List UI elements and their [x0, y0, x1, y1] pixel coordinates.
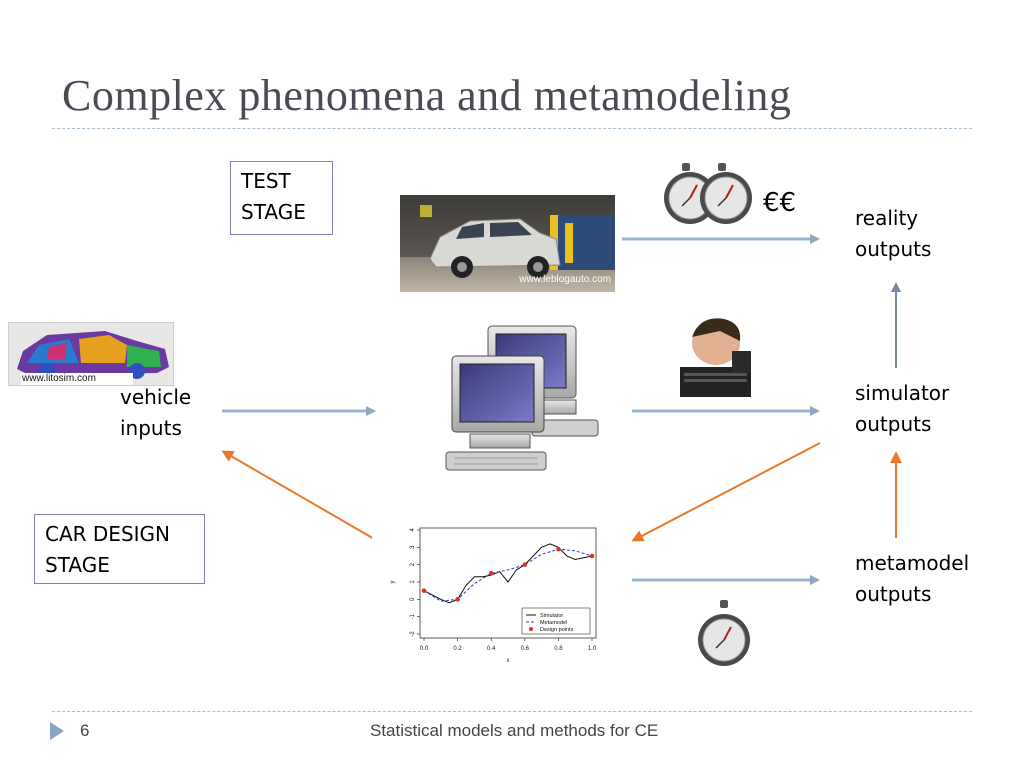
- car-design-stage-box: CAR DESIGN STAGE: [34, 514, 205, 584]
- x-tick-label: 0.2: [453, 646, 462, 652]
- crash-photo-credit: www.leblogauto.com: [519, 274, 611, 285]
- y-tick-label: 3: [410, 545, 416, 549]
- legend-box: [521, 607, 591, 635]
- metamodel-line: [423, 548, 593, 602]
- arrow-design-feedback: [221, 450, 377, 541]
- footer-divider: [52, 711, 972, 712]
- design-point: [455, 597, 460, 602]
- bullet-triangle-icon: [50, 722, 64, 744]
- x-tick-label: 0.4: [487, 646, 496, 652]
- design-point: [556, 546, 561, 552]
- x-tick-label: 0.6: [521, 646, 530, 652]
- sleeping-man-photo: fr.123rf.com: [680, 311, 751, 401]
- legend-label: Design points: [540, 627, 574, 633]
- car-model-image: www.litosim.com: [8, 322, 174, 386]
- y-tick-label: -2: [410, 631, 416, 637]
- x-tick-label: 0.0: [420, 646, 429, 652]
- stopwatch-pair: [664, 160, 756, 232]
- x-tick-label: 1.0: [588, 646, 597, 652]
- plot-frame: [419, 527, 597, 639]
- reality-outputs-label: reality outputs: [855, 206, 932, 261]
- legend-label: Simulator: [540, 613, 563, 619]
- title-divider: [52, 128, 972, 129]
- car-crash-photo: www.leblogauto.com: [400, 195, 615, 292]
- euro-cost-label: €€: [763, 188, 797, 218]
- y-tick-label: 2: [410, 562, 416, 566]
- design-point: [421, 588, 427, 593]
- design-point: [522, 562, 528, 567]
- stopwatch-icon: [700, 163, 752, 224]
- metamodel-chart: 0.0 0.2 0.4 0.6 0.8 1.0 4 3 2 1 0 -1 -2 x y SimulatorM…: [390, 527, 597, 664]
- simulator-line: [423, 543, 593, 604]
- y-tick-label: 1: [410, 580, 416, 584]
- simulator-outputs-label: simulator outputs: [855, 381, 950, 436]
- y-tick-label: -1: [410, 613, 416, 619]
- design-point: [488, 571, 494, 576]
- footer-title: Statistical models and methods for CE: [370, 721, 659, 740]
- x-tick-label: 0.8: [554, 646, 563, 652]
- vehicle-inputs-label: vehicle inputs: [120, 385, 192, 440]
- x-axis-label: x: [507, 658, 510, 664]
- page-number: 6: [80, 721, 90, 740]
- test-stage-box: TEST STAGE: [230, 161, 333, 235]
- computer-icon: [440, 324, 600, 476]
- legend-label: Metamodel: [540, 620, 567, 626]
- y-axis-label: y: [390, 581, 396, 584]
- sleep-photo-credit: fr.123rf.com: [702, 389, 745, 398]
- stopwatch-icon: [697, 598, 751, 670]
- y-tick-label: 0: [410, 597, 416, 601]
- y-tick-label: 4: [410, 528, 416, 532]
- legend-design-points-swatch: [529, 627, 533, 631]
- design-point: [589, 553, 595, 559]
- car-model-credit: www.litosim.com: [21, 373, 133, 385]
- metamodel-outputs-label: metamodel outputs: [855, 551, 970, 606]
- arrow-simulator-to-metamodel: [631, 442, 821, 542]
- stopwatch-icon: [664, 163, 716, 224]
- page-title: Complex phenomena and metamodeling: [62, 71, 792, 120]
